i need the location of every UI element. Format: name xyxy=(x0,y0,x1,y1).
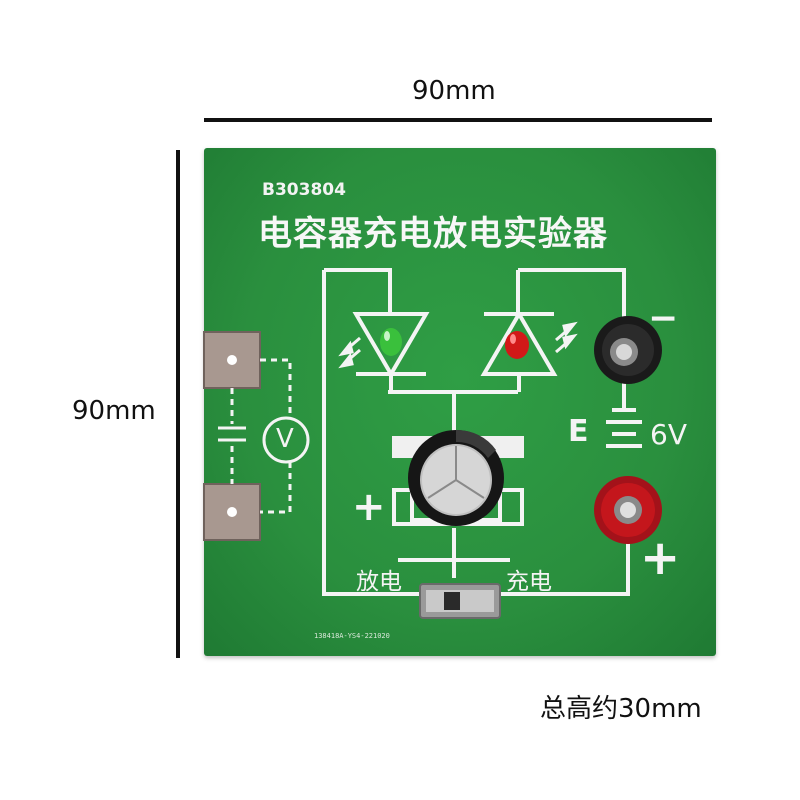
source-voltage: 6V xyxy=(650,418,687,451)
board-title: 电容器充电放电实验器 xyxy=(258,214,608,254)
width-dimension-line xyxy=(204,118,712,122)
voltmeter-dashed-wiring xyxy=(218,358,292,514)
red-led-diode-symbol xyxy=(480,310,558,392)
serial-number: 138418A-YS4-221020 xyxy=(314,632,390,640)
upper-test-pad[interactable] xyxy=(203,331,261,389)
electrolytic-capacitor xyxy=(408,429,504,526)
height-dimension-line xyxy=(176,150,180,658)
lower-test-pad[interactable] xyxy=(203,483,261,541)
positive-sign: + xyxy=(640,530,681,586)
total-height-note: 总高约30mm xyxy=(540,694,702,724)
voltmeter-circle xyxy=(262,416,310,464)
negative-sign: − xyxy=(648,298,679,339)
height-dimension-label: 90mm xyxy=(72,396,156,426)
slide-switch[interactable] xyxy=(419,583,501,619)
red-led xyxy=(505,331,529,359)
width-dimension-label: 90mm xyxy=(412,76,496,106)
green-led-diode-symbol xyxy=(352,312,430,392)
battery-symbol xyxy=(606,408,642,448)
right-light-arrows xyxy=(555,321,578,354)
voltmeter-symbol: V xyxy=(276,424,294,454)
discharge-label: 放电 xyxy=(356,569,402,595)
charge-label: 充电 xyxy=(506,569,552,595)
red-terminal[interactable] xyxy=(594,476,662,544)
model-code: B303804 xyxy=(262,180,346,200)
left-light-arrows xyxy=(338,336,361,369)
green-led xyxy=(380,328,402,356)
capacitor-plus-sign: + xyxy=(352,484,386,530)
black-terminal[interactable] xyxy=(594,316,662,384)
source-letter: E xyxy=(568,414,589,449)
